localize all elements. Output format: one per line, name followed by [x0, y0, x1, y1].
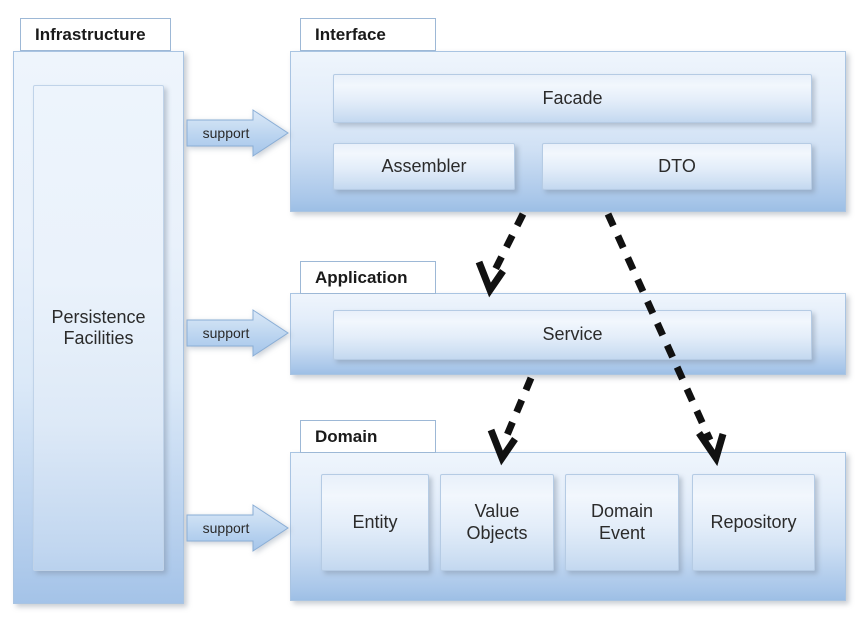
layer-tab-label-application: Application — [315, 267, 408, 287]
component-dto[interactable]: DTO — [542, 143, 812, 190]
component-entity[interactable]: Entity — [321, 474, 429, 571]
layer-tab-label-interface: Interface — [315, 24, 386, 44]
component-label-entity: Entity — [352, 511, 398, 532]
component-service[interactable]: Service — [333, 310, 812, 360]
component-label-facade: Facade — [542, 87, 603, 108]
layer-tab-domain: Domain — [300, 420, 436, 453]
dependency-arrow-application-to-domain — [487, 376, 535, 466]
component-label-assembler: Assembler — [381, 155, 467, 176]
support-arrow-infrastructure-domain: support — [186, 504, 289, 552]
component-label-dto: DTO — [658, 155, 696, 176]
component-label-value-objects: Value Objects — [466, 501, 528, 543]
component-repository[interactable]: Repository — [692, 474, 815, 571]
component-label-service: Service — [542, 324, 603, 345]
layer-tab-label-infrastructure: Infrastructure — [35, 24, 146, 44]
layer-tab-interface: Interface — [300, 18, 436, 51]
component-facade[interactable]: Facade — [333, 74, 812, 123]
component-label-repository: Repository — [710, 511, 797, 532]
layer-tab-label-domain: Domain — [315, 426, 378, 446]
dependency-arrow-interface-to-application — [475, 212, 527, 298]
support-arrow-infrastructure-interface: support — [186, 109, 289, 157]
layer-tab-application: Application — [300, 261, 436, 294]
component-label-persistence-facilities: Persistence Facilities — [51, 306, 146, 348]
component-persistence-facilities[interactable]: Persistence Facilities — [33, 85, 164, 571]
component-domain-event[interactable]: Domain Event — [565, 474, 679, 571]
component-label-domain-event: Domain Event — [590, 501, 654, 543]
layer-tab-infrastructure: Infrastructure — [20, 18, 171, 51]
component-assembler[interactable]: Assembler — [333, 143, 515, 190]
support-arrow-infrastructure-application: support — [186, 309, 289, 357]
component-value-objects[interactable]: Value Objects — [440, 474, 554, 571]
